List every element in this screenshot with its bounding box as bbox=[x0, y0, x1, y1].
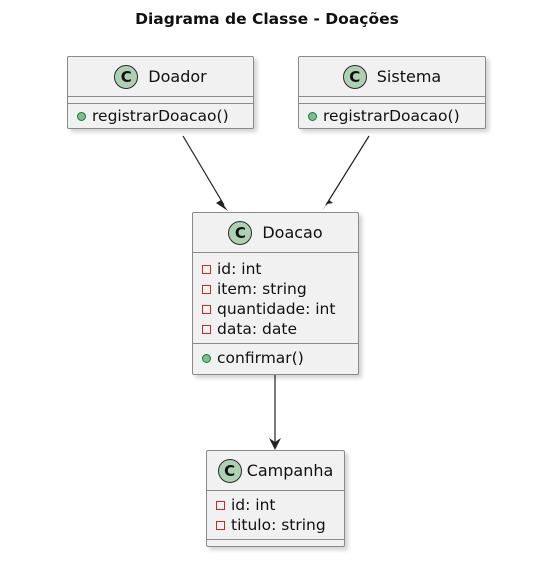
class-badge-icon: C bbox=[342, 64, 367, 89]
arrow-sistema-doacao bbox=[325, 135, 370, 206]
private-visibility-icon bbox=[216, 500, 225, 510]
attribute-row: data: date bbox=[202, 319, 358, 339]
class-name: Sistema bbox=[376, 67, 442, 86]
attribute-label: id: int bbox=[231, 496, 276, 514]
methods-section: registrarDoacao() bbox=[68, 104, 253, 128]
class-badge-icon: C bbox=[217, 458, 242, 483]
method-label: registrarDoacao() bbox=[323, 107, 460, 125]
public-visibility-icon bbox=[308, 111, 317, 121]
arrow-doador-doacao bbox=[182, 135, 225, 206]
attributes-section: id: int item: string quantidade: int dat… bbox=[193, 253, 358, 344]
method-label: confirmar() bbox=[217, 349, 304, 367]
attribute-label: id: int bbox=[217, 260, 262, 278]
arrowhead-doador-doacao bbox=[216, 200, 228, 211]
method-label: registrarDoacao() bbox=[92, 107, 229, 125]
class-name: Campanha bbox=[246, 461, 334, 480]
attribute-label: quantidade: int bbox=[217, 300, 336, 318]
methods-section: confirmar() bbox=[193, 344, 358, 374]
method-row: registrarDoacao() bbox=[308, 106, 485, 126]
methods-section bbox=[207, 540, 344, 546]
diagram-title: Diagrama de Classe - Doações bbox=[135, 10, 399, 28]
class-name: Doacao bbox=[262, 223, 323, 242]
private-visibility-icon bbox=[202, 304, 211, 314]
attributes-section bbox=[299, 97, 485, 104]
arrowhead-doacao-campanha bbox=[269, 438, 281, 450]
attribute-label: titulo: string bbox=[231, 516, 326, 534]
class-header: C Campanha bbox=[207, 451, 344, 491]
attribute-label: data: date bbox=[217, 320, 298, 338]
attribute-row: id: int bbox=[216, 495, 344, 515]
class-header: C Sistema bbox=[299, 57, 485, 97]
class-sistema[interactable]: C Sistema registrarDoacao() bbox=[298, 56, 486, 129]
attributes-section bbox=[68, 97, 253, 104]
public-visibility-icon bbox=[202, 353, 211, 363]
public-visibility-icon bbox=[77, 111, 86, 121]
method-row: confirmar() bbox=[202, 348, 358, 368]
attribute-row: titulo: string bbox=[216, 515, 344, 535]
class-doacao[interactable]: C Doacao id: int item: string quantidade… bbox=[192, 212, 359, 375]
class-header: C Doador bbox=[68, 57, 253, 97]
attribute-row: item: string bbox=[202, 279, 358, 299]
attributes-section: id: int titulo: string bbox=[207, 491, 344, 540]
attribute-row: id: int bbox=[202, 259, 358, 279]
private-visibility-icon bbox=[216, 520, 225, 530]
class-campanha[interactable]: C Campanha id: int titulo: string bbox=[206, 450, 345, 547]
method-row: registrarDoacao() bbox=[77, 106, 253, 126]
class-badge-icon: C bbox=[114, 64, 139, 89]
private-visibility-icon bbox=[202, 284, 211, 294]
class-header: C Doacao bbox=[193, 213, 358, 253]
attribute-label: item: string bbox=[217, 280, 307, 298]
attribute-row: quantidade: int bbox=[202, 299, 358, 319]
arrowhead-sistema-doacao bbox=[322, 200, 333, 211]
methods-section: registrarDoacao() bbox=[299, 104, 485, 128]
class-name: Doador bbox=[148, 67, 207, 86]
private-visibility-icon bbox=[202, 264, 211, 274]
class-badge-icon: C bbox=[228, 220, 253, 245]
private-visibility-icon bbox=[202, 324, 211, 334]
class-doador[interactable]: C Doador registrarDoacao() bbox=[67, 56, 254, 129]
